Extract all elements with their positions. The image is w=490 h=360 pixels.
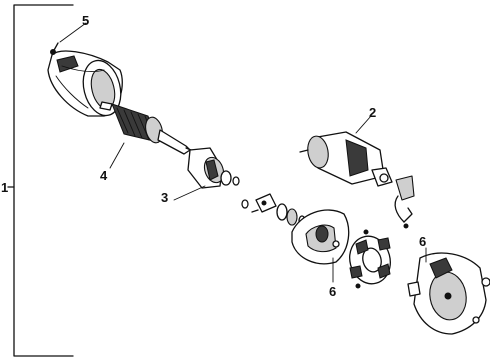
- solenoid-switch: [299, 131, 415, 229]
- assembly-bracket: [7, 4, 74, 357]
- center-end-shield: [291, 209, 350, 265]
- callout-1: 1: [1, 180, 8, 195]
- armature: [99, 101, 197, 155]
- brush-holder-plate: [349, 229, 391, 289]
- overrunning-clutch-drive: [187, 147, 240, 189]
- callout-6-housing: 6: [419, 234, 426, 249]
- yoke-field-frame: [47, 42, 123, 117]
- shift-lever-and-washers: [241, 193, 306, 227]
- callout-6-brush-plate: 6: [329, 284, 336, 299]
- callout-3: 3: [161, 190, 168, 205]
- callout-5: 5: [82, 13, 89, 28]
- callout-4: 4: [100, 168, 108, 183]
- callout-2: 2: [369, 105, 376, 120]
- commutator-end-housing: [407, 252, 490, 335]
